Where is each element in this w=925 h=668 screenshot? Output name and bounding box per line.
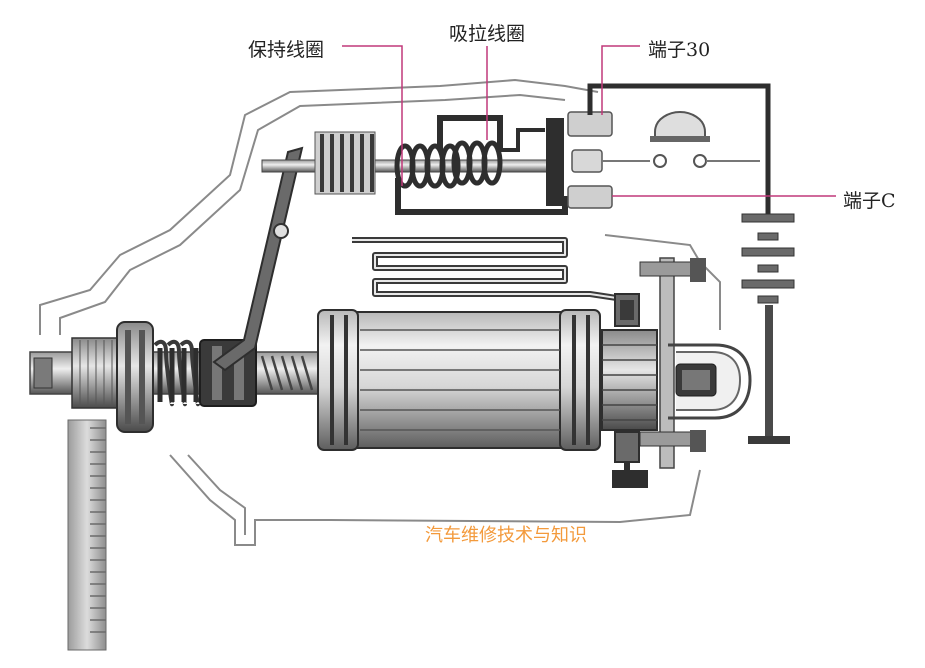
ring-gear-teeth: [90, 427, 106, 633]
ring-gear-rack: [67, 419, 107, 651]
shift-lever: [212, 146, 304, 372]
overrunning-clutch: [116, 321, 154, 433]
leader-holding-coil: [342, 45, 403, 186]
ground-base: [748, 436, 790, 444]
solenoid-frame: [395, 115, 568, 215]
label-terminal-30: 端子30: [648, 39, 711, 61]
switch-contact-right: [693, 154, 707, 168]
battery-symbol: [741, 213, 795, 304]
watermark-text: 汽车维修技术与知识: [425, 525, 587, 546]
armature: [324, 311, 596, 449]
solenoid-contact-block: [546, 118, 564, 206]
return-spring: [320, 134, 374, 192]
contact-disc: [571, 149, 603, 173]
leader-terminal-30: [601, 45, 640, 115]
switch-contact-left: [653, 154, 667, 168]
armature-slots: [360, 329, 560, 431]
end-frame: [639, 257, 752, 469]
pull-in-coil: [451, 140, 503, 186]
lever-pivot: [273, 223, 289, 239]
commutator: [601, 329, 658, 431]
label-terminal-c: 端子C: [843, 190, 896, 212]
terminal-c-block: [567, 185, 613, 209]
helical-spline: [260, 355, 314, 391]
leader-lines: [342, 45, 836, 197]
ground-post: [765, 305, 773, 440]
ignition-switch-dome: [654, 110, 706, 139]
label-holding-coil: 保持线圈: [248, 39, 325, 61]
brush-holder-base: [612, 470, 648, 488]
battery-wire: [587, 83, 771, 215]
holding-coil: [394, 143, 461, 189]
label-pull-in-coil: 吸拉线圈: [449, 23, 526, 45]
brush-bottom: [614, 431, 640, 463]
field-coil: [352, 237, 631, 303]
terminal-30-block: [567, 111, 613, 137]
